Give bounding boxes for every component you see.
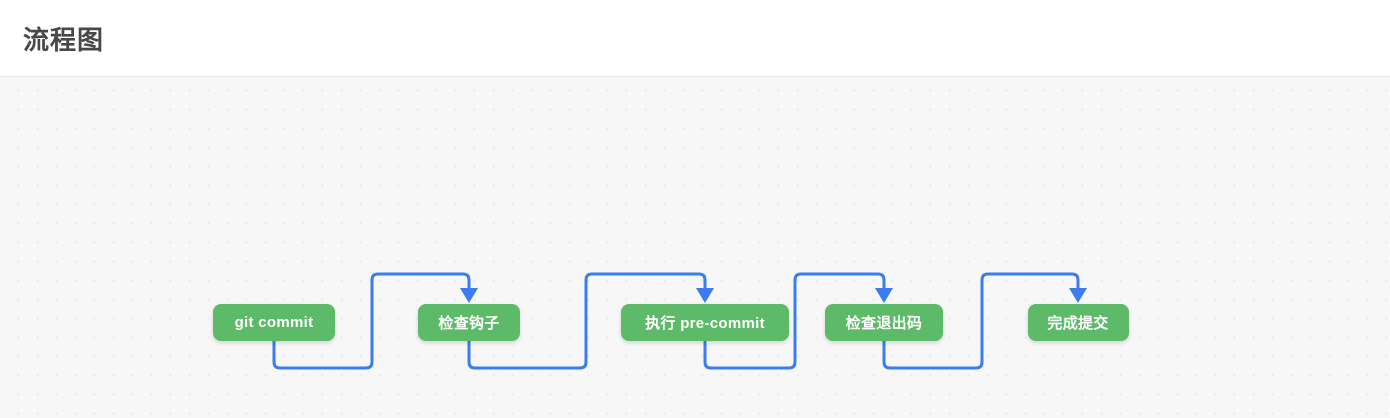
app-header: 流程图 [0,0,1390,77]
arrowhead-icon [1069,288,1087,303]
flow-node-3[interactable]: 执行 pre-commit [621,304,789,341]
flow-node-4[interactable]: 检查退出码 [825,304,943,341]
flow-node-1[interactable]: git commit [213,304,335,341]
arrowhead-icon [875,288,893,303]
page-title: 流程图 [23,24,105,55]
flow-node-2[interactable]: 检查钩子 [418,304,520,341]
arrowhead-icon [696,288,714,303]
flow-canvas[interactable]: git commit 检查钩子 执行 pre-commit 检查退出码 完成提交 [0,77,1390,418]
arrowhead-icon [460,288,478,303]
flow-node-5[interactable]: 完成提交 [1027,304,1129,341]
flow-connectors-layer [272,272,1087,370]
